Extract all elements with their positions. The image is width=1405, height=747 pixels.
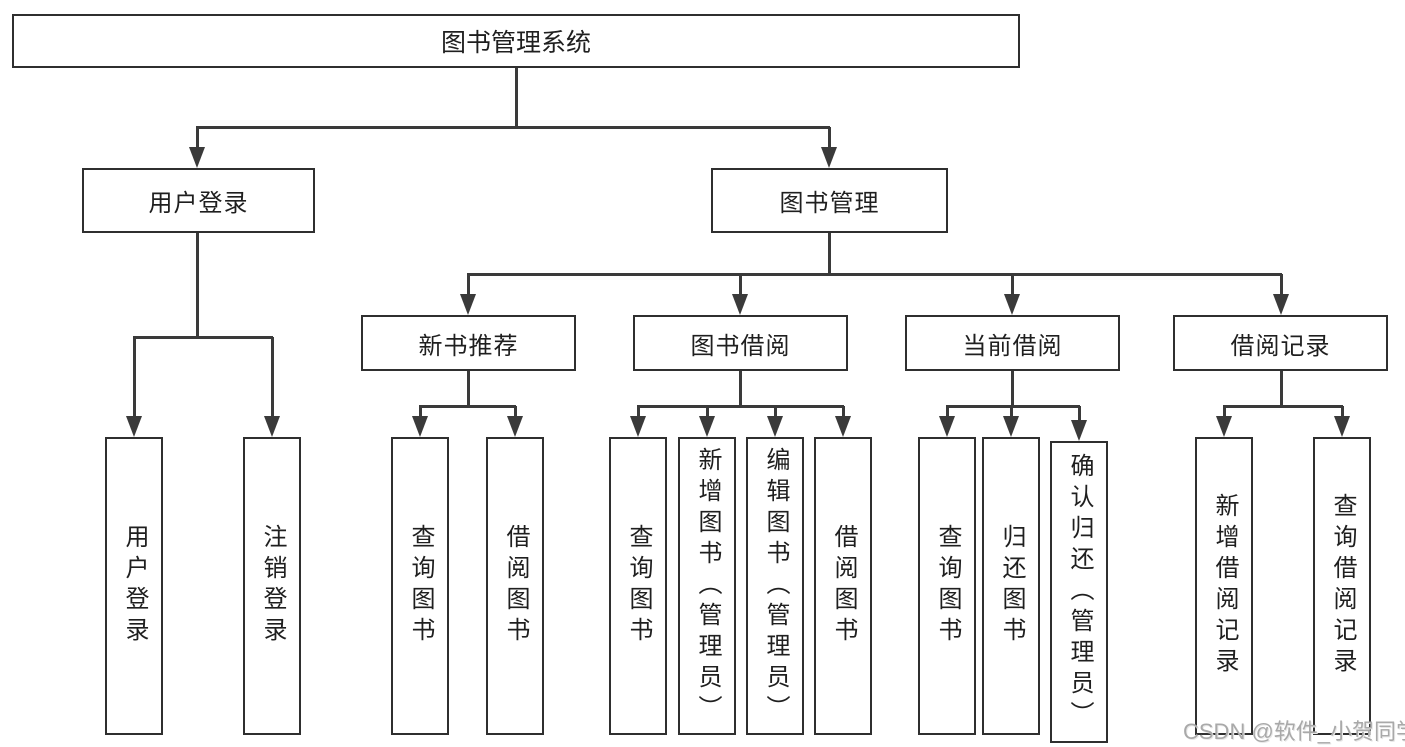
arrow-head-icon	[507, 416, 523, 437]
arrow-head-icon	[1003, 416, 1019, 437]
connector-line	[828, 127, 831, 150]
connector-line	[1078, 406, 1081, 423]
leaf-borrow-books-recommend: 借阅图书	[486, 437, 544, 735]
connector-line	[467, 273, 1282, 276]
node-label: 借阅记录	[1230, 332, 1331, 360]
leaf-add-book-admin: 新增图书（管理员）	[678, 437, 736, 735]
arrow-head-icon	[1004, 294, 1020, 315]
connector-line	[1341, 406, 1344, 419]
connector-line	[1011, 274, 1014, 297]
connector-line	[739, 274, 742, 297]
node-book-borrowing: 图书借阅	[633, 315, 848, 371]
leaf-query-books-current: 查询图书	[918, 437, 976, 735]
leaf-user-login: 用户登录	[105, 437, 163, 735]
leaf-label: 查询借阅记录	[1329, 493, 1356, 679]
connector-line	[133, 337, 136, 419]
arrow-head-icon	[126, 416, 142, 437]
connector-line	[196, 126, 830, 129]
arrow-head-icon	[939, 416, 955, 437]
arrow-head-icon	[264, 416, 280, 437]
arrow-head-icon	[821, 147, 837, 168]
connector-line	[196, 233, 199, 337]
leaf-label: 用户登录	[121, 524, 148, 648]
arrow-head-icon	[630, 416, 646, 437]
connector-line	[196, 127, 199, 150]
connector-line	[774, 406, 777, 419]
leaf-edit-book-admin: 编辑图书（管理员）	[746, 437, 804, 735]
connector-line	[739, 371, 742, 406]
connector-line	[842, 406, 845, 419]
arrow-head-icon	[460, 294, 476, 315]
leaf-label: 确认归还（管理员）	[1066, 452, 1093, 732]
leaf-label: 新增借阅记录	[1211, 493, 1238, 679]
connector-line	[637, 405, 844, 408]
node-current-borrowing: 当前借阅	[905, 315, 1120, 371]
connector-line	[271, 337, 274, 419]
connector-line	[133, 336, 273, 339]
connector-line	[467, 274, 470, 297]
arrow-head-icon	[412, 416, 428, 437]
node-borrowing-records: 借阅记录	[1173, 315, 1388, 371]
node-label: 用户登录	[148, 190, 249, 217]
leaf-logout: 注销登录	[243, 437, 301, 735]
connector-line	[514, 406, 517, 419]
leaf-label: 借阅图书	[502, 524, 529, 648]
connector-line	[637, 406, 640, 419]
connector-line	[515, 68, 518, 127]
node-label: 图书管理系统	[440, 29, 591, 57]
watermark: CSDN @软件_小贺同学	[1183, 719, 1405, 744]
connector-line	[706, 406, 709, 419]
connector-line	[419, 406, 422, 419]
leaf-label: 注销登录	[259, 524, 286, 648]
node-library-management-system: 图书管理系统	[12, 14, 1020, 68]
connector-line	[419, 405, 516, 408]
connector-line	[1223, 406, 1226, 419]
arrow-head-icon	[1273, 294, 1289, 315]
node-book-management: 图书管理	[711, 168, 948, 233]
node-user-login: 用户登录	[82, 168, 315, 233]
node-label: 当前借阅	[962, 332, 1063, 360]
node-label: 图书借阅	[690, 332, 791, 360]
leaf-label: 查询图书	[407, 524, 434, 648]
leaf-label: 归还图书	[998, 524, 1025, 648]
connector-line	[828, 233, 831, 274]
leaf-label: 编辑图书（管理员）	[762, 446, 789, 726]
leaf-label: 查询图书	[625, 524, 652, 648]
connector-line	[1223, 405, 1343, 408]
arrow-head-icon	[767, 416, 783, 437]
leaf-confirm-return-admin: 确认归还（管理员）	[1050, 441, 1108, 743]
leaf-label: 借阅图书	[830, 524, 857, 648]
leaf-return-books: 归还图书	[982, 437, 1040, 735]
leaf-query-books-borrowing: 查询图书	[609, 437, 667, 735]
leaf-query-borrowing-record: 查询借阅记录	[1313, 437, 1371, 735]
arrow-head-icon	[835, 416, 851, 437]
arrow-head-icon	[732, 294, 748, 315]
leaf-borrow-books-borrowing: 借阅图书	[814, 437, 872, 735]
arrow-head-icon	[1071, 420, 1087, 441]
node-label: 新书推荐	[418, 332, 519, 360]
node-new-book-recommendation: 新书推荐	[361, 315, 576, 371]
leaf-query-books-recommend: 查询图书	[391, 437, 449, 735]
connector-line	[946, 406, 949, 419]
connector-line	[946, 405, 1080, 408]
arrow-head-icon	[699, 416, 715, 437]
leaf-label: 查询图书	[934, 524, 961, 648]
leaf-add-borrowing-record: 新增借阅记录	[1195, 437, 1253, 735]
connector-line	[1011, 371, 1014, 406]
arrow-head-icon	[189, 147, 205, 168]
connector-line	[1280, 371, 1283, 406]
connector-line	[467, 371, 470, 406]
leaf-label: 新增图书（管理员）	[694, 446, 721, 726]
node-label: 图书管理	[779, 190, 880, 217]
arrow-head-icon	[1334, 416, 1350, 437]
connector-line	[1280, 274, 1283, 297]
connector-line	[1010, 406, 1013, 419]
arrow-head-icon	[1216, 416, 1232, 437]
